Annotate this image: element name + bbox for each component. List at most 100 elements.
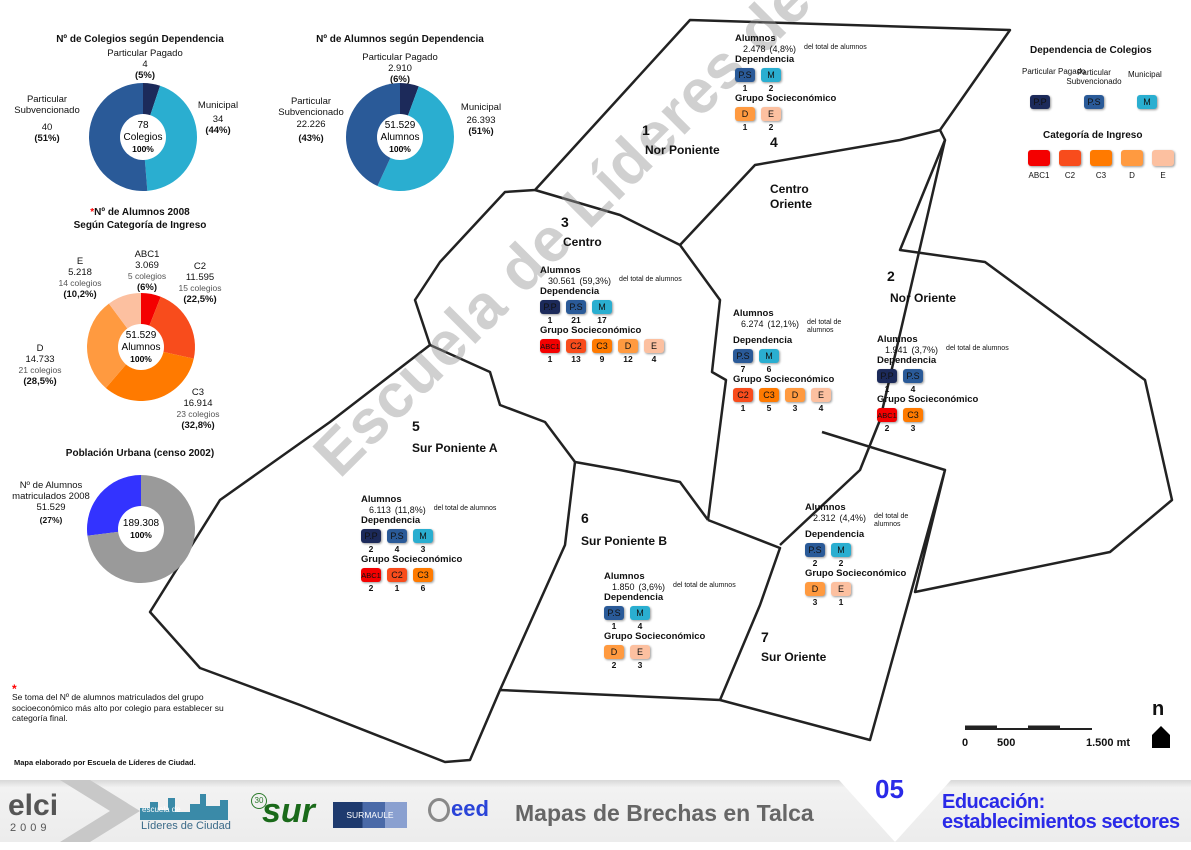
pie-ingreso-title: Nº de Alumnos 2008 <box>94 207 190 218</box>
badge-ps: P.S <box>604 606 624 620</box>
donut-hole <box>118 324 164 370</box>
center-label: 189.308 <box>123 518 160 529</box>
badge-pp: P.P <box>877 369 897 383</box>
badge-m: M <box>759 349 779 363</box>
sector-number-3: 3 <box>561 214 569 230</box>
badge-ps: P.S <box>735 68 755 82</box>
asterisk: * <box>90 207 95 218</box>
center-label: 100% <box>132 144 154 154</box>
count: 13 <box>571 354 581 364</box>
alumnos-row: 1.850(3,6%)del total de alumnos <box>604 582 736 592</box>
alumnos-pct: (11,8%) <box>394 505 426 515</box>
center-label: Colegios <box>124 132 163 143</box>
income-value: 11.595 <box>185 272 215 283</box>
border-4-2 <box>779 139 947 546</box>
income-colegios: 21 colegios <box>18 365 62 375</box>
donut-hole <box>377 114 423 160</box>
count: 7 <box>740 364 746 374</box>
legend-ps-label: Particular Subvencionado <box>1066 68 1122 86</box>
pp-pct: (5%) <box>134 70 156 81</box>
badge-c2: C2 <box>387 568 407 582</box>
count: 3 <box>910 423 916 433</box>
alumnos-row: 30.561(59,3%)del total de alumnos <box>540 276 682 286</box>
income-value: 14.733 <box>25 354 55 365</box>
chevron-decoration-icon <box>60 780 140 842</box>
badge-c3: C3 <box>413 568 433 582</box>
badge-d: D <box>618 339 638 353</box>
ps-label2: Subvencionado <box>14 105 80 116</box>
credit: Mapa elaborado por Escuela de Líderes de… <box>14 758 196 767</box>
legend-swatch-D <box>1121 150 1143 166</box>
alumnos-row: 6.113(11,8%)del total de alumnos <box>361 505 496 515</box>
sur-logo: sur <box>262 792 315 830</box>
grupo-heading: Grupo Socieconómico <box>604 631 706 642</box>
border-5-6 <box>498 461 577 691</box>
eed-logo-icon <box>428 798 450 822</box>
alumnos-suffix: del total de alumnos <box>874 513 909 528</box>
topic-subtitle: establecimientos sectores <box>942 811 1180 833</box>
border-3-4 <box>678 244 728 521</box>
legend-swatch-E <box>1152 150 1174 166</box>
asterisk: * <box>12 682 17 696</box>
badge-m: M <box>630 606 650 620</box>
center-label: 100% <box>389 144 411 154</box>
count: 2 <box>884 423 890 433</box>
legend-swatch-C2 <box>1059 150 1081 166</box>
donut-hole <box>118 506 164 552</box>
legend-categoria-title: Categoría de Ingreso <box>1043 130 1143 141</box>
count: 3 <box>637 660 643 670</box>
sector-name-1: Nor Poniente <box>645 143 720 157</box>
count: 3 <box>420 544 426 554</box>
income-pct: (6%) <box>136 282 158 293</box>
ps-label: Particular <box>290 96 332 107</box>
legend-swatch-C3 <box>1090 150 1112 166</box>
count: 1 <box>742 83 748 93</box>
count: 2 <box>768 83 774 93</box>
badge-d: D <box>805 582 825 596</box>
income-pct: (10,2%) <box>63 289 97 300</box>
ps-pct: (43%) <box>298 133 324 144</box>
students-label: Nº de Alumnos <box>19 480 83 491</box>
alumnos-row: 2.478(4,8%)del total de alumnos <box>735 44 867 54</box>
border-6-7 <box>707 518 782 701</box>
alumnos-heading: Alumnos <box>604 571 645 582</box>
sector-name-5: Sur Poniente A <box>412 441 498 455</box>
sector-name-7: Sur Oriente <box>761 650 827 664</box>
badge-ps: P.S <box>805 543 825 557</box>
count: 1 <box>394 583 400 593</box>
pp-pct: (6%) <box>389 74 411 85</box>
escuela-logo-text2: Líderes de Ciudad <box>141 820 231 832</box>
center-label: 51.529 <box>126 330 157 341</box>
alumnos-value: 6.274 <box>741 319 764 329</box>
badge-m: M <box>413 529 433 543</box>
north-label: n <box>1152 698 1165 720</box>
badge-e: E <box>811 388 831 402</box>
sector-name-2: Nor Oriente <box>890 291 957 305</box>
income-colegios: 5 colegios <box>127 271 167 281</box>
income-value: 5.218 <box>68 267 92 278</box>
pie-alumnos-title: Nº de Alumnos según Dependencia <box>316 34 484 45</box>
pie-ingreso-subtitle: Según Categoría de Ingreso <box>73 220 207 231</box>
grupo-heading: Grupo Socieconómico <box>733 374 835 385</box>
m-pct: (51%) <box>468 126 494 137</box>
badge-c3: C3 <box>759 388 779 402</box>
badge-abc1: ABC1 <box>540 339 560 353</box>
footnote: Se toma del Nº de alumnos matriculados d… <box>12 692 224 723</box>
dependencia-heading: Dependencia <box>735 54 795 65</box>
sector-number-2: 2 <box>887 268 895 284</box>
grupo-heading: Grupo Socieconómico <box>540 325 642 336</box>
ps-value: 40 <box>41 122 53 133</box>
